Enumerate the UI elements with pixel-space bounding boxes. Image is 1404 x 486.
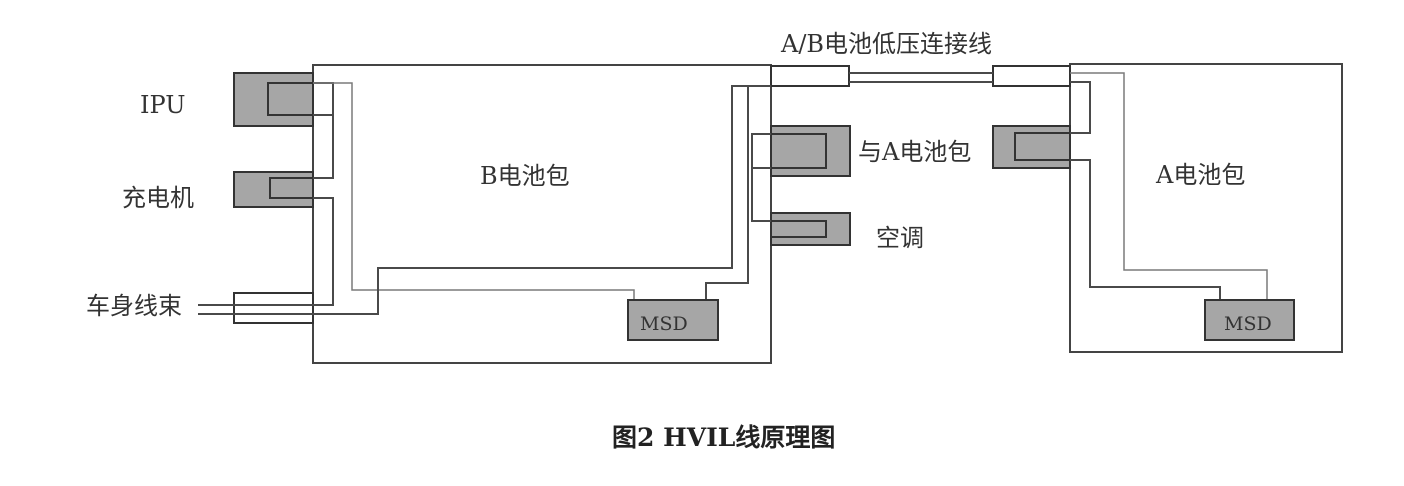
msd-a (1204, 299, 1295, 341)
ipu-connector-loop (267, 82, 313, 116)
b-pack-wire-msd-out (705, 85, 771, 300)
charger-connector-loop (269, 177, 313, 199)
label-a-pack: A电池包 (1155, 161, 1245, 189)
with-a-pack-connector-b-loop (771, 133, 827, 169)
label-charger: 充电机 (122, 184, 194, 212)
ipu-connector (233, 72, 314, 127)
label-with-a-pack: 与A电池包 (858, 138, 971, 166)
a-pack-wire-1 (1070, 81, 1091, 134)
label-ipu: IPU (140, 91, 185, 119)
b-pack-wire-ipu (313, 82, 334, 115)
b-pack-wire-return (313, 82, 635, 300)
msd-a-label: MSD (1224, 313, 1272, 335)
label-ab-low-voltage: A/B电池低压连接线 (780, 30, 992, 58)
b-pack-wire-right-2 (751, 167, 771, 222)
b-pack-wire-main (313, 85, 771, 315)
msd-b (627, 299, 719, 341)
msd-b-label: MSD (640, 313, 688, 335)
label-b-pack: B电池包 (480, 162, 570, 190)
b-pack-wire-right-1 (751, 133, 771, 169)
a-pack-box (1069, 63, 1343, 353)
b-pack-wire-charger-harness (313, 197, 334, 306)
with-a-pack-connector-a-loop (1014, 132, 1070, 161)
a-pack-wire-3 (1070, 159, 1221, 300)
body-harness-connector (233, 292, 314, 324)
aircon-connector (770, 212, 851, 246)
aircon-connector-loop (771, 220, 827, 238)
a-pack-wire-2 (1070, 72, 1268, 300)
figure-caption: 图2 HVIL线原理图 (612, 423, 835, 452)
ab-link-connector-b (770, 65, 850, 87)
b-pack-wire-ipu-charger (313, 114, 334, 179)
label-aircon: 空调 (876, 224, 924, 252)
label-body-harness: 车身线束 (86, 292, 182, 320)
ab-link-connector-a (992, 65, 1071, 87)
